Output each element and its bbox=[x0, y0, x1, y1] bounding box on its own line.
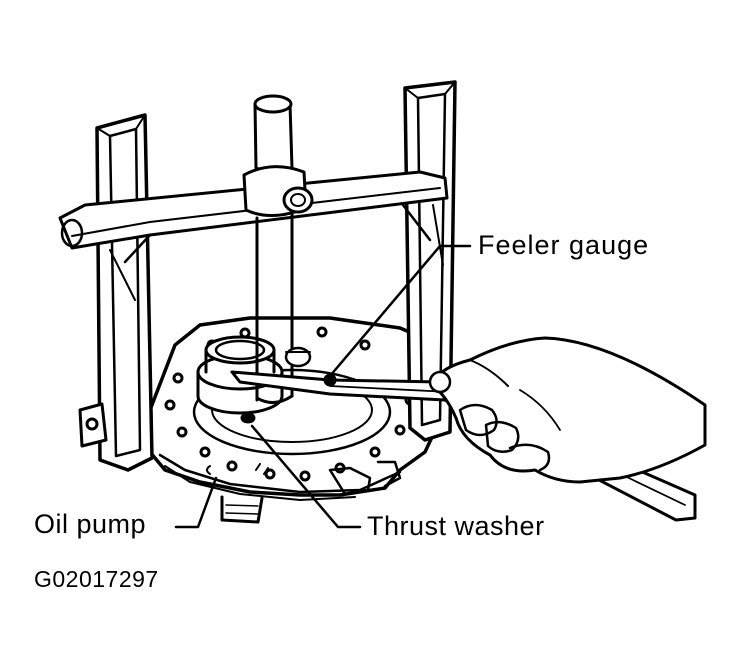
leader-lines bbox=[174, 244, 472, 529]
thrust-washer-leader bbox=[250, 424, 362, 529]
thrust-washer-label: Thrust washer bbox=[367, 511, 545, 541]
measuring-fixture bbox=[58, 80, 457, 472]
figure-code: G02017297 bbox=[34, 566, 159, 592]
oil-pump-label: Oil pump bbox=[34, 509, 147, 539]
hand bbox=[428, 336, 707, 484]
oil-pump-leader bbox=[174, 476, 218, 529]
feeler-gauge-leader bbox=[328, 244, 472, 378]
feeler-gauge-label: Feeler gauge bbox=[478, 230, 650, 260]
